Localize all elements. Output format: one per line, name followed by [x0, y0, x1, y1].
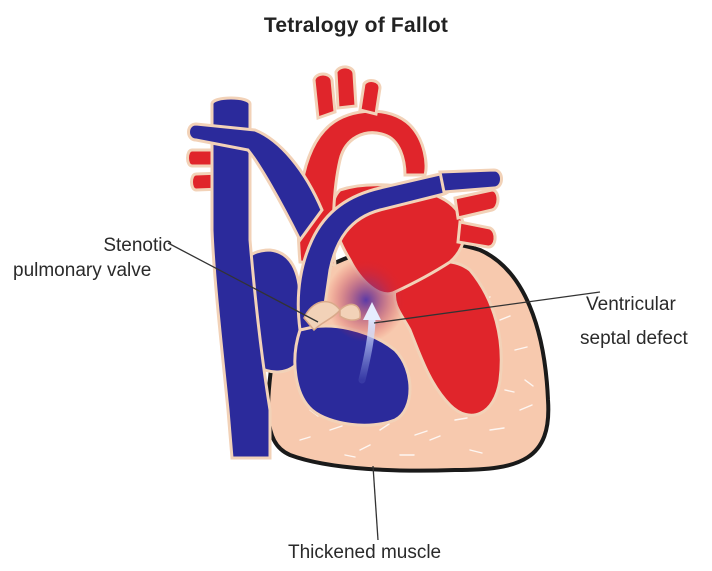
label-thickened-muscle: Thickened muscle: [288, 540, 441, 565]
label-ventricular-septal-defect-2: septal defect: [580, 326, 688, 351]
label-stenotic-line2: pulmonary valve: [13, 258, 151, 283]
aortic-branch-3: [360, 81, 380, 114]
pulmonary-vein-upper: [455, 190, 498, 218]
pulmonary-vein-lower: [458, 222, 495, 247]
pulmonary-artery-branch-right: [440, 170, 502, 192]
label-ventricular-septal-defect: Ventricular: [586, 292, 676, 317]
septal-mixing: [326, 258, 406, 342]
aortic-branch-1: [314, 74, 335, 118]
label-stenotic-line1: Stenotic: [82, 233, 172, 258]
label-vsd-line1: Ventricular: [586, 292, 676, 317]
label-stenotic-pulmonary-valve-2: pulmonary valve: [13, 258, 151, 283]
label-vsd-line2: septal defect: [580, 326, 688, 351]
aortic-branch-2: [336, 67, 356, 108]
label-stenotic-pulmonary-valve: Stenotic: [82, 233, 172, 258]
label-muscle: Thickened muscle: [288, 540, 441, 565]
